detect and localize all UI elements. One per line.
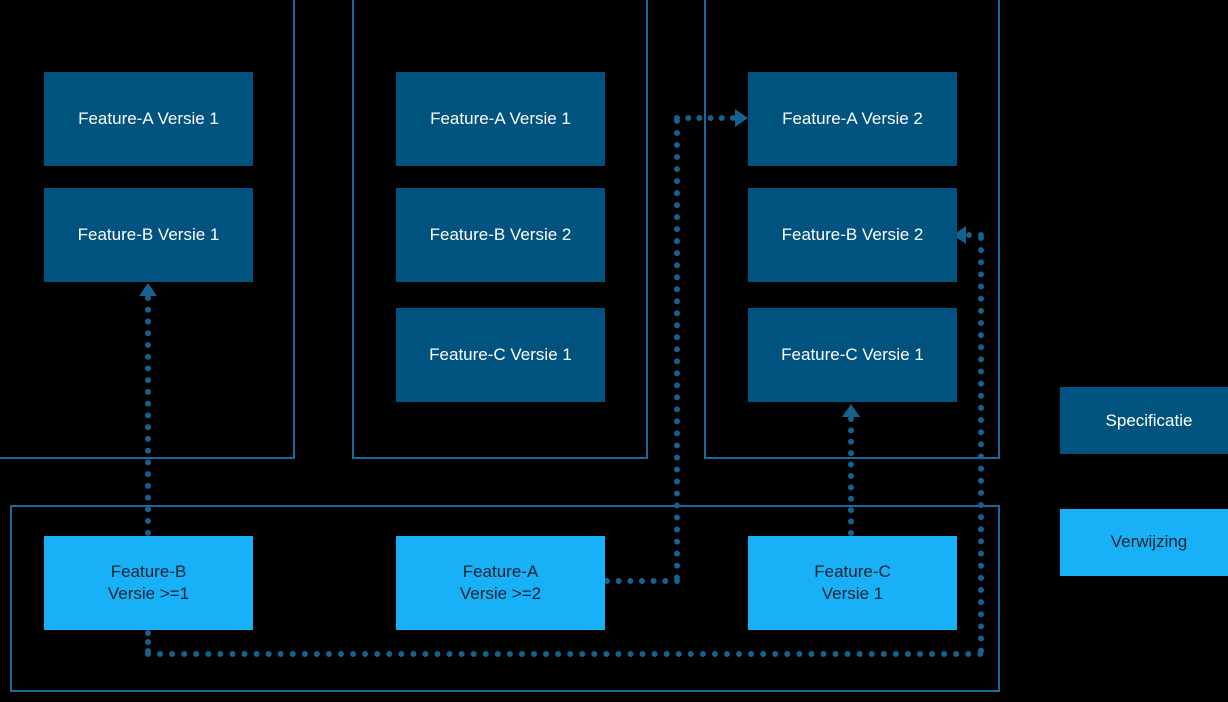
arrowhead-specB1-up	[139, 283, 157, 296]
spec-box-middle-feature-a-v1[interactable]: Feature-A Versie 1	[396, 72, 605, 166]
spec-box-left-feature-a-v1[interactable]: Feature-A Versie 1	[44, 72, 253, 166]
spec-box-right-feature-a-v2[interactable]: Feature-A Versie 2	[748, 72, 957, 166]
connector-refA-vertical	[674, 118, 680, 581]
reference-group	[10, 505, 1000, 692]
connector-refB-to-specB1	[145, 295, 151, 536]
legend-reference-swatch: Verwijzing	[1060, 509, 1228, 576]
connector-refB-right-riser	[978, 235, 984, 654]
spec-box-right-feature-b-v2[interactable]: Feature-B Versie 2	[748, 188, 957, 282]
spec-box-middle-feature-c-v1[interactable]: Feature-C Versie 1	[396, 308, 605, 402]
middle-specification-group	[352, 0, 648, 459]
reference-box-feature-a[interactable]: Feature-A Versie >=2	[396, 536, 605, 630]
arrowhead-specA2-right	[735, 109, 748, 127]
reference-box-feature-c[interactable]: Feature-C Versie 1	[748, 536, 957, 630]
connector-refB-down	[145, 630, 151, 654]
spec-box-left-feature-b-v1[interactable]: Feature-B Versie 1	[44, 188, 253, 282]
spec-box-right-feature-c-v1[interactable]: Feature-C Versie 1	[748, 308, 957, 402]
connector-refA-horizontal-in	[674, 115, 736, 121]
legend-specification-swatch: Specificatie	[1060, 387, 1228, 454]
spec-box-middle-feature-b-v2[interactable]: Feature-B Versie 2	[396, 188, 605, 282]
connector-refC-to-specC1	[848, 416, 854, 536]
connector-refB-bottom-run	[145, 651, 984, 657]
arrowhead-specC1-up	[842, 404, 860, 417]
connector-refB-into-specB2	[966, 232, 984, 238]
connector-refA-horizontal-out	[604, 578, 680, 584]
reference-box-feature-b[interactable]: Feature-B Versie >=1	[44, 536, 253, 630]
